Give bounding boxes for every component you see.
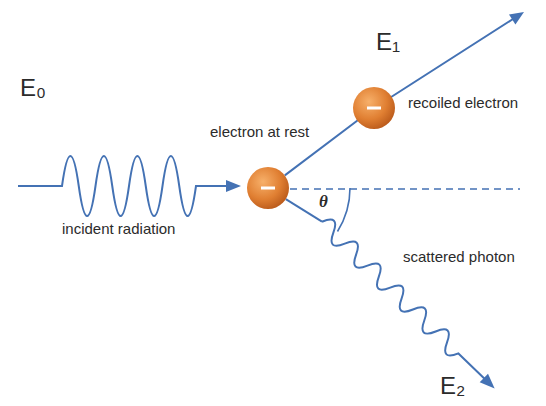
arrow-head: [480, 374, 499, 393]
energy-label: E₂: [440, 372, 465, 401]
photon-label: scattered photon: [403, 248, 515, 266]
minus-sign: [367, 107, 381, 110]
wave-path: [316, 215, 491, 385]
arrow-head: [509, 12, 524, 25]
electron-symbol: [353, 87, 395, 129]
electron-circle: [353, 87, 395, 129]
reference-line: [290, 188, 520, 190]
energy-label: E₁: [376, 28, 400, 57]
scattered-wave: [316, 215, 501, 395]
particle-label: electron at rest: [210, 123, 309, 141]
wave-label: incident radiation: [62, 220, 175, 238]
arrow-head: [226, 180, 241, 192]
electron-symbol: [247, 167, 289, 209]
photon-segment: [286, 199, 322, 222]
angle-label: θ: [319, 192, 328, 212]
electron-circle: [247, 167, 289, 209]
angle-arc: [338, 188, 351, 232]
incident-wave: [18, 156, 228, 216]
energy-label: E₀: [20, 74, 46, 103]
minus-sign: [261, 187, 275, 190]
particle-label: recoiled electron: [408, 94, 518, 112]
